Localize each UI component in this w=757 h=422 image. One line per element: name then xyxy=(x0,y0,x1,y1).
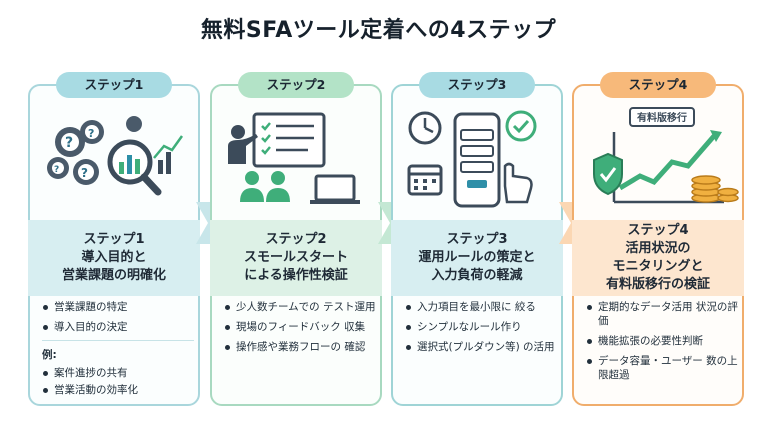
step-pill-3: ステップ3 xyxy=(419,72,535,98)
step-bullets-4: 定期的なデータ活用 状況の評価 機能拡張の必要性判断 データ容量・ユーザー 数の… xyxy=(586,300,738,388)
step-card-2: ステップ2 ステップ2 スモールスタート による操作性検証 少人数チームでの テ… xyxy=(210,72,382,406)
step-heading-label: ステップ4 xyxy=(627,223,689,238)
step-card-4: ステップ4 有料版移行 ステップ4 活用状況の モニタリングと 有料版移行の検証… xyxy=(572,72,744,406)
phone-icon xyxy=(453,112,501,208)
step-heading-label: ステップ1 xyxy=(83,232,145,247)
step-heading-line: 運用ルールの策定と xyxy=(418,250,536,265)
presenter-checklist-illustration xyxy=(228,112,360,204)
list-item: 選択式(プルダウン等) の活用 xyxy=(405,340,557,354)
step-heading-band-4: ステップ4 活用状況の モニタリングと 有料版移行の検証 xyxy=(572,220,744,296)
svg-text:?: ? xyxy=(54,165,59,175)
step-heading-line: モニタリングと xyxy=(612,259,704,274)
list-item: 導入目的の決定 xyxy=(42,320,194,334)
example-label: 例: xyxy=(42,349,57,361)
step-heading-line: 活用状況の xyxy=(625,241,691,256)
list-item: 営業課題の特定 xyxy=(42,300,194,314)
shield-icon xyxy=(593,152,623,196)
step-heading-line: による操作性検証 xyxy=(244,268,348,283)
list-item: 機能拡張の必要性判断 xyxy=(586,334,738,348)
page-title: 無料SFAツール定着への4ステップ xyxy=(200,18,557,43)
step-heading-line: スモールスタート xyxy=(243,250,348,265)
presenter-icon xyxy=(228,125,258,164)
step-heading-label: ステップ3 xyxy=(446,232,508,247)
list-item: 少人数チームでの テスト運用 xyxy=(224,300,376,314)
step-heading-label: ステップ2 xyxy=(265,232,327,247)
list-item: 操作感や業務フローの 確認 xyxy=(224,340,376,354)
step-heading-line: 有料版移行の検証 xyxy=(605,277,710,292)
list-item: データ容量・ユーザー 数の上限超過 xyxy=(586,354,738,382)
clock-icon xyxy=(408,111,442,145)
svg-text:?: ? xyxy=(81,166,88,180)
badge-icon: 有料版移行 xyxy=(629,107,695,127)
step-heading-line: 導入目的と xyxy=(81,250,147,265)
step-card-1: ステップ1 ???? ステップ1 導入目的と 営業課題の明確化 営業課題の特定 … xyxy=(28,72,200,406)
step-heading-line: 営業課題の明確化 xyxy=(61,268,166,283)
svg-text:?: ? xyxy=(88,127,94,140)
step-heading-line: 入力負荷の軽減 xyxy=(431,268,523,283)
growth-line-icon xyxy=(618,134,716,191)
list-item: 入力項目を最小限に 絞る xyxy=(405,300,557,314)
list-item: 案件進捗の共有 xyxy=(42,366,194,380)
bar-chart-icon xyxy=(153,135,184,174)
svg-text:?: ? xyxy=(65,135,73,151)
gears-question-magnifier-illustration: ???? xyxy=(47,116,184,196)
step-bullets-3: 入力項目を最小限に 絞る シンプルなルール作り 選択式(プルダウン等) の活用 xyxy=(405,300,557,360)
badge-label: 有料版移行 xyxy=(637,111,687,124)
step-card-3: ステップ3 ステップ3 運用ルールの策定と 入力負荷の軽減 入力項目を最小限に … xyxy=(391,72,563,406)
magnifier-icon xyxy=(107,139,162,196)
check-circle-icon xyxy=(505,110,537,142)
hand-pointer-icon xyxy=(503,162,533,204)
step-pill-1: ステップ1 xyxy=(56,72,172,98)
laptop-icon xyxy=(310,174,360,204)
growth-chart-illustration: 有料版移行 xyxy=(593,107,739,204)
list-item: 営業活動の効率化 xyxy=(42,383,194,397)
coins-icon xyxy=(691,175,739,203)
checklist-board-icon xyxy=(252,112,326,168)
clock-phone-illustration xyxy=(407,110,537,208)
list-item: 現場のフィードバック 収集 xyxy=(224,320,376,334)
step-heading-band-2: ステップ2 スモールスタート による操作性検証 xyxy=(210,220,382,296)
calendar-icon xyxy=(407,164,443,196)
step-heading-band-1: ステップ1 導入目的と 営業課題の明確化 xyxy=(28,220,200,296)
step-bullets-2: 少人数チームでの テスト運用 現場のフィードバック 収集 操作感や業務フローの … xyxy=(224,300,376,360)
step-pill-2: ステップ2 xyxy=(238,72,354,98)
example-box: 例: 案件進捗の共有 営業活動の効率化 xyxy=(42,340,194,397)
team-icon xyxy=(240,171,290,202)
step-heading-band-3: ステップ3 運用ルールの策定と 入力負荷の軽減 xyxy=(391,220,563,296)
list-item: シンプルなルール作り xyxy=(405,320,557,334)
list-item: 定期的なデータ活用 状況の評価 xyxy=(586,300,738,328)
step-bullets-1: 営業課題の特定 導入目的の決定 例: 案件進捗の共有 営業活動の効率化 xyxy=(42,300,194,400)
step-pill-4: ステップ4 xyxy=(600,72,716,98)
